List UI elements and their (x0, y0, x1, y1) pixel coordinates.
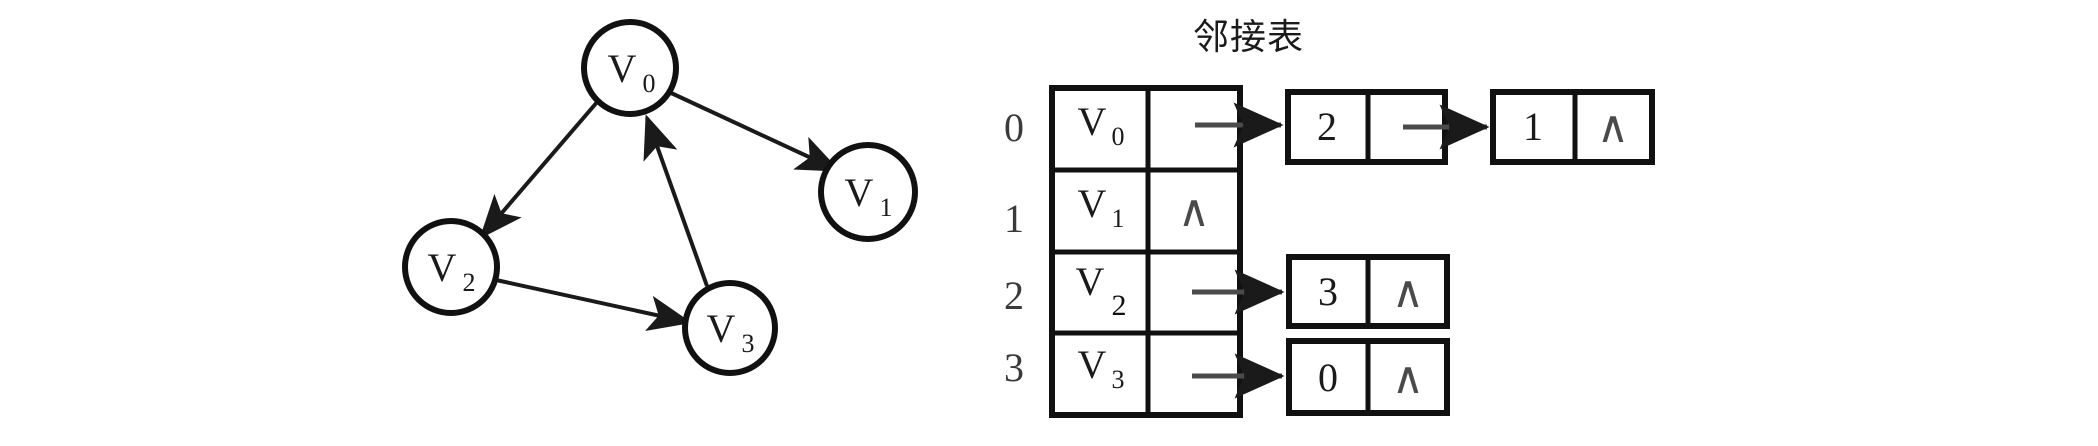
directed-graph: V 0 V 1 V 2 V 3 (402, 19, 918, 376)
edge-v2-to-v3 (495, 278, 692, 332)
node-label-v0: V (608, 46, 637, 91)
table-row-3-vertex-label: V (1078, 342, 1107, 387)
edge-v0-to-v1 (668, 90, 841, 172)
graph-node-v2[interactable]: V 2 (402, 218, 500, 316)
table-row-2-vertex-label: V (1076, 259, 1105, 304)
table-row-0-vertex-label: V (1078, 99, 1107, 144)
list-node-value: 1 (1523, 104, 1543, 149)
edge-v3-to-v0 (643, 114, 709, 287)
index-label-1: 1 (1004, 196, 1024, 241)
graph-node-v1[interactable]: V 1 (818, 142, 918, 242)
node-label-v3: V (707, 306, 736, 351)
index-label-0: 0 (1004, 105, 1024, 150)
list-node-row0-item0[interactable]: 2 (1285, 89, 1490, 165)
adjacency-list-title: 邻接表 (1193, 17, 1305, 58)
list-node-row3-item0[interactable]: 0 ∧ (1286, 338, 1450, 416)
node-subscript-v1: 1 (880, 193, 893, 222)
table-row-1-null-marker: ∧ (1178, 187, 1210, 236)
vertex-table (1049, 85, 1243, 418)
graph-node-v0[interactable]: V 0 (581, 19, 679, 117)
list-node-null-marker: ∧ (1597, 103, 1629, 152)
table-row-0[interactable]: V 0 (1078, 99, 1284, 151)
node-circle-v3 (682, 280, 778, 376)
table-row-3-vertex-subscript: 3 (1112, 365, 1125, 394)
table-row-1-vertex-subscript: 1 (1112, 204, 1125, 233)
node-label-v2: V (428, 245, 457, 290)
list-node-null-marker: ∧ (1392, 354, 1424, 403)
table-row-1-vertex-label: V (1078, 181, 1107, 226)
node-subscript-v2: 2 (463, 268, 476, 297)
table-row-3[interactable]: V 3 (1078, 342, 1285, 399)
index-label-2: 2 (1004, 273, 1024, 318)
table-row-0-vertex-subscript: 0 (1112, 122, 1125, 151)
list-node-row0-item1[interactable]: 1 ∧ (1490, 89, 1655, 165)
list-node-null-marker: ∧ (1392, 268, 1424, 317)
node-circle-v1 (818, 142, 918, 242)
graph-edges (479, 90, 841, 332)
index-label-3: 3 (1004, 345, 1024, 390)
list-node-value: 3 (1318, 269, 1338, 314)
node-subscript-v3: 3 (742, 329, 755, 358)
list-node-value: 2 (1317, 104, 1337, 149)
table-row-2-vertex-subscript: 2 (1112, 289, 1127, 322)
graph-node-v3[interactable]: V 3 (682, 280, 778, 376)
table-row-2[interactable]: V 2 (1076, 259, 1285, 322)
node-subscript-v0: 0 (643, 69, 656, 98)
table-row-1[interactable]: V 1 ∧ (1078, 181, 1211, 236)
index-column: 0 1 2 3 (1004, 105, 1024, 390)
edge-v0-to-v2 (479, 99, 600, 240)
node-circle-v2 (402, 218, 500, 316)
list-node-row2-item0[interactable]: 3 ∧ (1286, 254, 1450, 329)
node-label-v1: V (845, 170, 874, 215)
list-node-value: 0 (1318, 355, 1338, 400)
node-circle-v0 (581, 19, 679, 117)
